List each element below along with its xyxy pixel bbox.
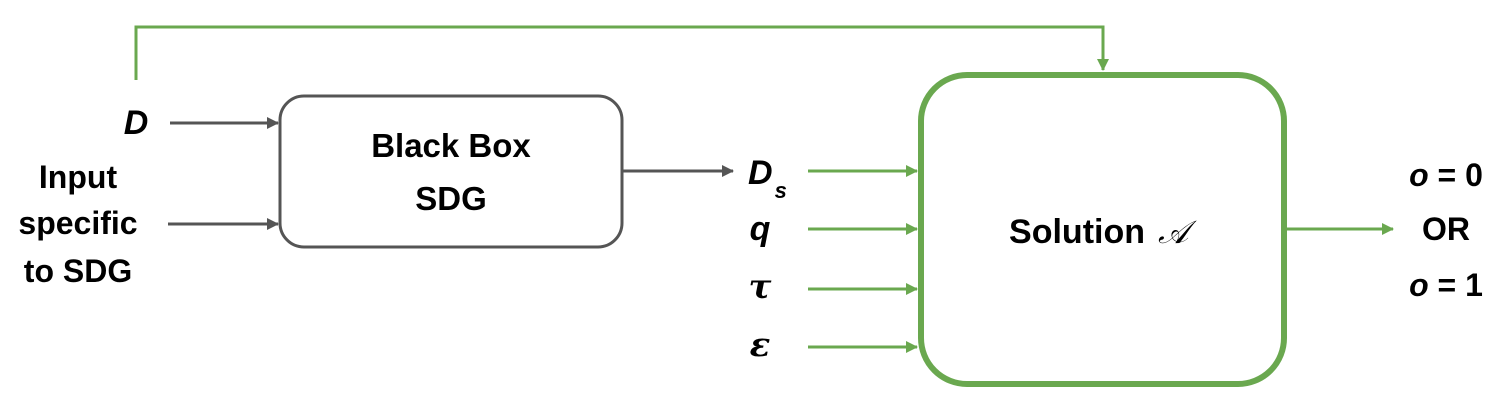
d-bypass-arrow <box>134 25 1109 80</box>
dataset-d-label: D <box>124 104 149 142</box>
black-box-sdg <box>278 94 624 249</box>
epsilon-label: ε <box>750 325 771 365</box>
input-specific-label-line2: specific <box>18 205 137 241</box>
output-one-value: = 1 <box>1429 267 1483 303</box>
black-box-label-line2: SDG <box>415 180 487 217</box>
output-zero-var: o <box>1409 157 1429 193</box>
solution-label: Solution <box>1009 213 1145 251</box>
output-one-var: o <box>1409 267 1429 303</box>
query-q-label: q <box>750 210 771 248</box>
solution-box <box>918 72 1287 387</box>
synthetic-data-subscript: s <box>775 178 787 203</box>
output-zero-label: o = 0 <box>1409 157 1483 193</box>
synthetic-data-label: Ds <box>748 154 787 203</box>
synthetic-data-main: D <box>748 154 773 192</box>
input-specific-label-line1: Input <box>39 159 118 195</box>
output-zero-value: = 0 <box>1429 157 1483 193</box>
output-or-label: OR <box>1422 211 1470 247</box>
input-specific-label-line3: to SDG <box>24 253 132 289</box>
output-one-label: o = 1 <box>1409 267 1483 303</box>
threshold-tau-label: τ <box>749 267 772 307</box>
black-box-label-line1: Black Box <box>371 127 531 164</box>
